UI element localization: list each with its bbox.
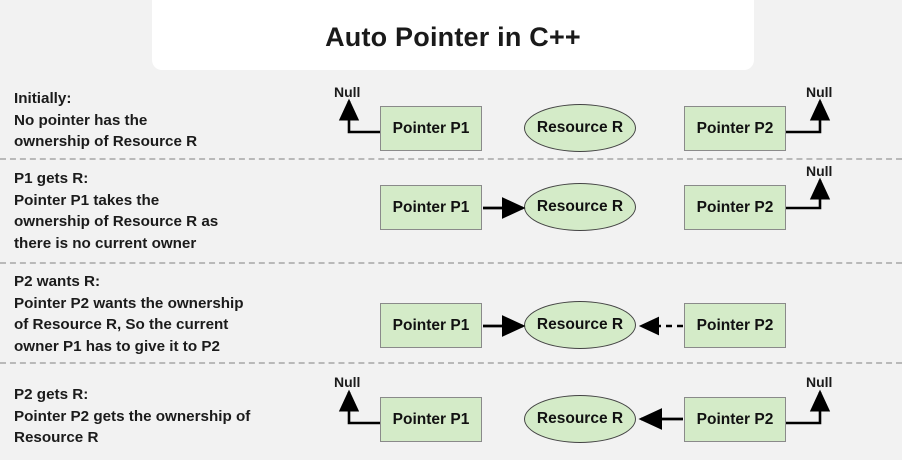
null-label-p1: Null — [334, 84, 361, 100]
row-description: P2 gets R: Pointer P2 gets the ownership… — [14, 386, 251, 446]
row-description: Initially: No pointer has the ownership … — [14, 90, 198, 150]
row-divider-1 — [0, 158, 902, 160]
pointer-p2-box[interactable]: Pointer P2 — [684, 303, 786, 348]
p1-null-arrow — [338, 98, 380, 134]
p1-null-arrow — [338, 389, 380, 425]
row-divider-2 — [0, 262, 902, 264]
p2-null-arrow — [786, 98, 831, 134]
pointer-p2-box[interactable]: Pointer P2 — [684, 185, 786, 230]
page-title: Auto Pointer in C++ — [325, 21, 581, 52]
pointer-p1-box[interactable]: Pointer P1 — [380, 397, 482, 442]
p2-null-arrow — [786, 389, 831, 425]
row-initially: Initially: No pointer has the ownership … — [0, 84, 902, 158]
row-p2-gets-r: P2 gets R: Pointer P2 gets the ownership… — [0, 372, 902, 460]
resource-r-node[interactable]: Resource R — [524, 395, 636, 443]
pointer-p1-box[interactable]: Pointer P1 — [380, 303, 482, 348]
null-label-p1: Null — [334, 374, 361, 390]
pointer-p2-box[interactable]: Pointer P2 — [684, 106, 786, 151]
null-label-p2: Null — [806, 163, 833, 179]
null-label-p2: Null — [806, 374, 833, 390]
pointer-p1-box[interactable]: Pointer P1 — [380, 185, 482, 230]
null-label-p2: Null — [806, 84, 833, 100]
resource-r-node[interactable]: Resource R — [524, 301, 636, 349]
row-description: P1 gets R: Pointer P1 takes the ownershi… — [14, 170, 219, 252]
row-p2-wants-r: P2 wants R: Pointer P2 wants the ownersh… — [0, 271, 902, 362]
row-divider-3 — [0, 362, 902, 364]
pointer-p1-box[interactable]: Pointer P1 — [380, 106, 482, 151]
row-p1-gets-r: P1 gets R: Pointer P1 takes the ownershi… — [0, 163, 902, 262]
resource-r-node[interactable]: Resource R — [524, 183, 636, 231]
row-description: P2 wants R: Pointer P2 wants the ownersh… — [14, 273, 244, 355]
pointer-p2-box[interactable]: Pointer P2 — [684, 397, 786, 442]
title-banner: Auto Pointer in C++ — [152, 0, 754, 70]
resource-r-node[interactable]: Resource R — [524, 104, 636, 152]
p2-null-arrow — [786, 177, 831, 210]
